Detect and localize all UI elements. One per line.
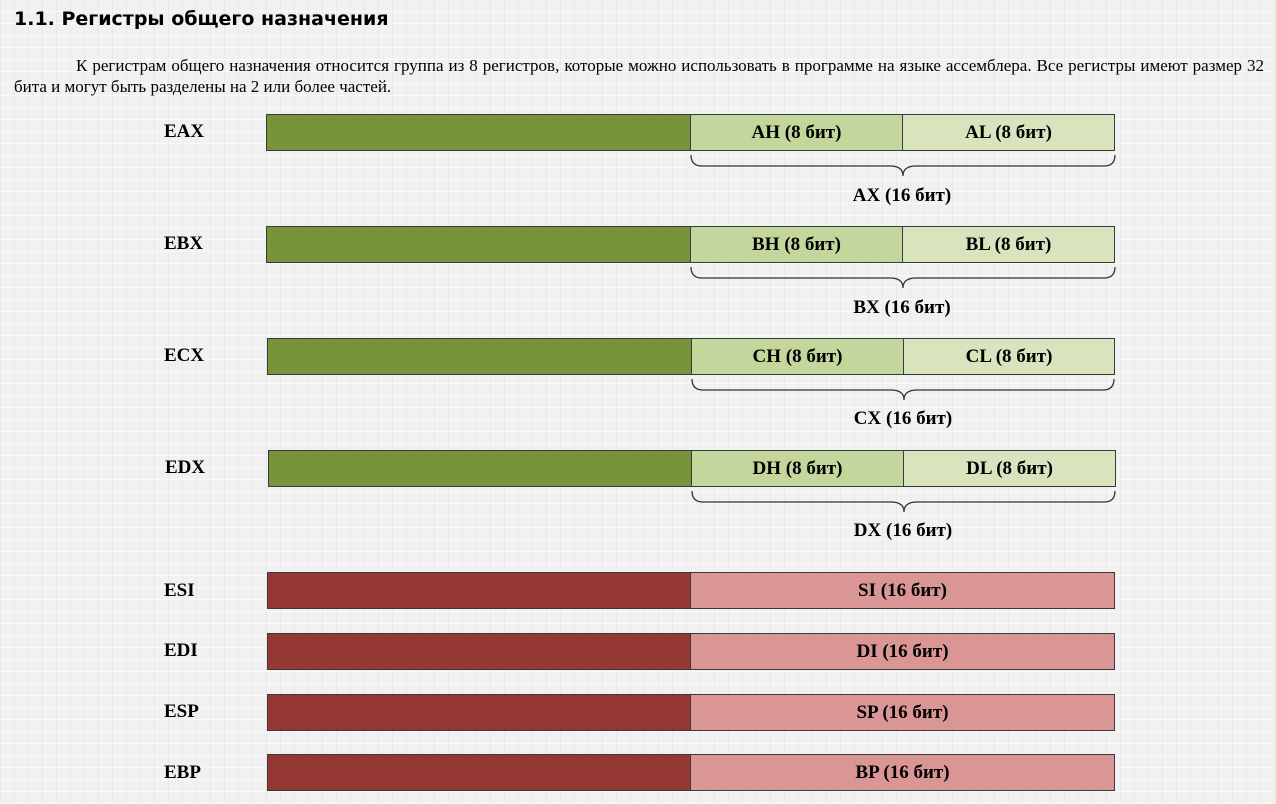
register-high-half — [266, 114, 691, 151]
register-high-half — [267, 633, 691, 670]
word-brace-icon — [690, 154, 1116, 177]
word-brace-icon — [690, 266, 1116, 289]
register-name: ESP — [164, 701, 199, 722]
register-high-half — [266, 226, 691, 263]
register-high-byte: AH (8 бит) — [690, 114, 903, 151]
intro-paragraph: К регистрам общего назначения относится … — [14, 56, 1264, 96]
register-name: EDX — [165, 457, 206, 478]
word-brace-icon — [691, 378, 1115, 401]
register-name: EBX — [164, 233, 204, 254]
register-name: EAX — [164, 121, 205, 142]
register-low-byte: BL (8 бит) — [902, 226, 1115, 263]
register-low-byte: AL (8 бит) — [902, 114, 1115, 151]
register-word: BP (16 бит) — [690, 754, 1115, 791]
register-name: EBP — [164, 762, 201, 783]
register-high-byte: BH (8 бит) — [690, 226, 903, 263]
register-high-half — [267, 754, 691, 791]
section-title: 1.1. Регистры общего назначения — [14, 8, 389, 30]
register-word: SP (16 бит) — [690, 694, 1115, 731]
word-brace-icon — [691, 490, 1116, 513]
register-word-label: DX (16 бит) — [853, 520, 953, 541]
register-word-label: CX (16 бит) — [853, 408, 953, 429]
register-low-byte: CL (8 бит) — [903, 338, 1115, 375]
register-word: SI (16 бит) — [690, 572, 1115, 609]
register-high-half — [267, 572, 691, 609]
register-high-half — [268, 450, 692, 487]
register-high-half — [267, 694, 691, 731]
register-name: EDI — [164, 640, 198, 661]
register-high-byte: DH (8 бит) — [691, 450, 904, 487]
register-name: ESI — [164, 580, 195, 601]
register-name: ECX — [164, 345, 205, 366]
register-low-byte: DL (8 бит) — [903, 450, 1116, 487]
register-high-byte: CH (8 бит) — [691, 338, 904, 375]
register-high-half — [267, 338, 692, 375]
register-word-label: AX (16 бит) — [852, 185, 952, 206]
register-word: DI (16 бит) — [690, 633, 1115, 670]
register-word-label: BX (16 бит) — [853, 297, 951, 318]
